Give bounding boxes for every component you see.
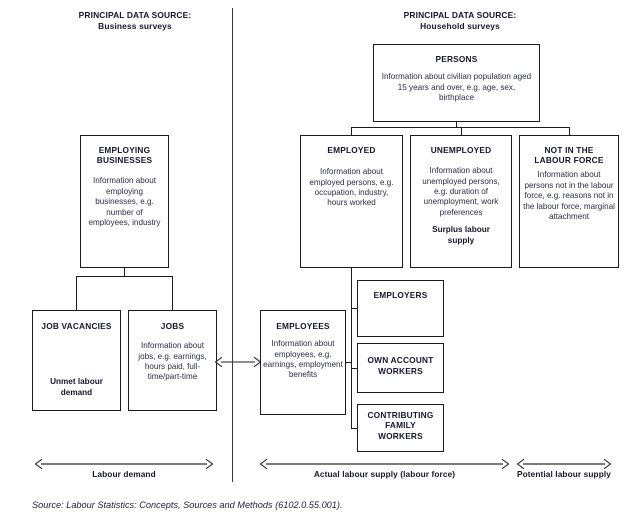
connector-persons-stem bbox=[456, 122, 458, 128]
scale-label-labour-demand: Labour demand bbox=[92, 469, 156, 479]
box-contributing-family-workers-title-line2: FAMILY bbox=[385, 420, 416, 431]
box-employing-businesses-title-line1: EMPLOYING bbox=[98, 145, 151, 155]
header-household-surveys: PRINCIPAL DATA SOURCE: Household surveys bbox=[370, 10, 550, 32]
box-jobs-title: JOBS bbox=[160, 321, 185, 331]
box-jobs-body: Information about jobs, e.g. earnings, h… bbox=[138, 341, 207, 382]
arrow-jobs-employees bbox=[214, 356, 262, 368]
box-jobs: JOBS Information about jobs, e.g. earnin… bbox=[128, 310, 217, 411]
box-employees-title: EMPLOYEES bbox=[276, 321, 330, 331]
box-job-vacancies: JOB VACANCIES Unmet labour demand bbox=[32, 310, 121, 411]
box-persons: PERSONS Information about civilian popul… bbox=[373, 44, 540, 122]
box-persons-title: PERSONS bbox=[435, 54, 478, 64]
header-business-surveys-line1: PRINCIPAL DATA SOURCE: bbox=[78, 10, 192, 20]
connector-eb-to-jobs bbox=[172, 276, 174, 310]
box-unemployed: UNEMPLOYED Information about unemployed … bbox=[410, 135, 512, 268]
connector-eb-stem bbox=[124, 268, 126, 277]
box-employing-businesses-body: Information about employing businesses, … bbox=[88, 176, 161, 228]
box-not-in-labour-force: NOT IN THE LABOUR FORCE Information abou… bbox=[519, 135, 619, 268]
arrow-actual-labour-supply bbox=[259, 458, 510, 470]
box-job-vacancies-title: JOB VACANCIES bbox=[41, 321, 112, 331]
connector-persons-to-employed bbox=[351, 127, 353, 136]
connector-persons-to-nilf bbox=[569, 127, 571, 136]
box-unemployed-body: Information about unemployed persons, e.… bbox=[422, 166, 500, 217]
box-contributing-family-workers-title-line3: WORKERS bbox=[378, 430, 423, 441]
box-employed-title: EMPLOYED bbox=[327, 145, 376, 155]
box-contributing-family-workers: CONTRIBUTING FAMILY WORKERS bbox=[357, 404, 444, 452]
header-business-surveys-line2: Business surveys bbox=[98, 21, 172, 31]
connector-employed-drop bbox=[351, 268, 353, 281]
box-contributing-family-workers-title-line1: CONTRIBUTING bbox=[367, 410, 434, 421]
connector-persons-bus bbox=[351, 127, 570, 129]
box-persons-body: Information about civilian population ag… bbox=[381, 72, 532, 103]
box-job-vacancies-sub: Unmet labour demand bbox=[50, 377, 103, 397]
box-not-in-labour-force-title: NOT IN THE LABOUR FORCE bbox=[534, 145, 603, 165]
box-unemployed-sub: Surplus labour supply bbox=[432, 225, 490, 245]
arrow-potential-labour-supply bbox=[516, 458, 612, 470]
connector-worker-types-spine bbox=[351, 280, 353, 429]
arrow-labour-demand bbox=[34, 458, 214, 470]
connector-spine-to-employees bbox=[345, 362, 352, 364]
header-business-surveys: PRINCIPAL DATA SOURCE: Business surveys bbox=[50, 10, 220, 32]
scale-label-potential-labour-supply: Potential labour supply bbox=[516, 469, 612, 479]
box-not-in-labour-force-body: Information about persons not in the lab… bbox=[523, 170, 615, 222]
connector-eb-bus bbox=[76, 276, 173, 278]
connector-spine-to-own-account bbox=[351, 368, 358, 370]
box-contributing-family-workers-title: CONTRIBUTING FAMILY WORKERS bbox=[367, 410, 433, 441]
box-employing-businesses-title: EMPLOYING BUSINESSES bbox=[97, 145, 152, 165]
box-employing-businesses-title-line2: BUSINESSES bbox=[96, 155, 153, 166]
source-note: Source: Labour Statistics: Concepts, Sou… bbox=[32, 500, 343, 510]
box-employers: EMPLOYERS bbox=[357, 280, 444, 337]
connector-spine-to-contributing bbox=[351, 428, 358, 430]
box-employers-title: EMPLOYERS bbox=[373, 290, 428, 300]
box-unemployed-title: UNEMPLOYED bbox=[430, 145, 492, 155]
box-employing-businesses: EMPLOYING BUSINESSES Information about e… bbox=[80, 135, 169, 268]
box-employed: EMPLOYED Information about employed pers… bbox=[300, 135, 403, 268]
connector-eb-to-job-vacancies bbox=[76, 276, 78, 310]
box-not-in-labour-force-title-line1: NOT IN THE bbox=[544, 145, 594, 155]
header-household-surveys-line2: Household surveys bbox=[420, 21, 500, 31]
box-own-account-workers-title-line1: OWN ACCOUNT bbox=[367, 355, 434, 366]
connector-persons-to-unemployed bbox=[461, 127, 463, 136]
header-household-surveys-line1: PRINCIPAL DATA SOURCE: bbox=[403, 10, 517, 20]
box-own-account-workers-title-line2: WORKERS bbox=[378, 365, 423, 376]
box-employees: EMPLOYEES Information about employees, e… bbox=[260, 310, 346, 415]
connector-spine-to-employers bbox=[351, 308, 358, 310]
scale-label-actual-labour-supply: Actual labour supply (labour force) bbox=[313, 469, 456, 479]
box-own-account-workers: OWN ACCOUNT WORKERS bbox=[357, 343, 444, 393]
box-not-in-labour-force-title-line2: LABOUR FORCE bbox=[534, 155, 604, 166]
column-divider bbox=[232, 8, 234, 482]
box-employees-body: Information about employees, e.g. earnin… bbox=[263, 339, 343, 380]
box-employed-body: Information about employed persons, e.g.… bbox=[309, 167, 394, 208]
box-own-account-workers-title: OWN ACCOUNT WORKERS bbox=[368, 355, 434, 375]
